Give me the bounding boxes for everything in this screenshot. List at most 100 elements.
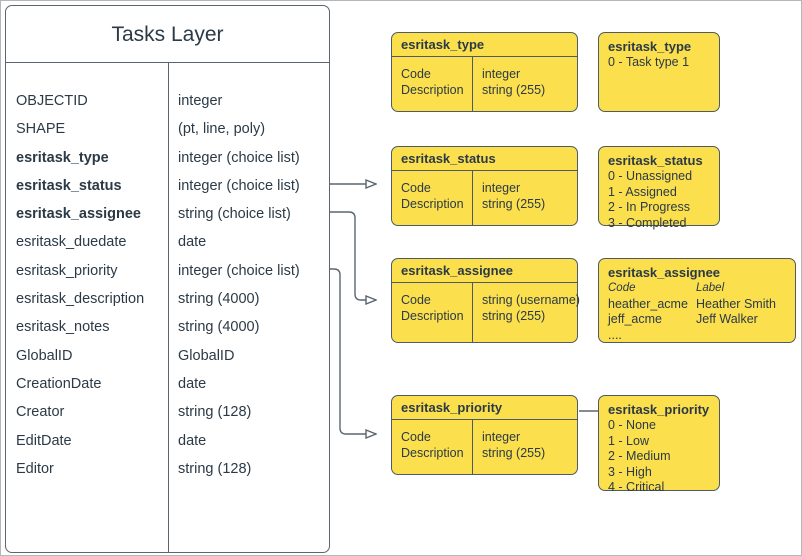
domain-box-header: esritask_type [392, 33, 577, 57]
table-row: esritask_description string (4000) [6, 291, 329, 319]
field-name: esritask_assignee [16, 206, 141, 223]
entity-field-list: OBJECTID integer SHAPE (pt, line, poly) … [6, 93, 329, 489]
codelist-row: jeff_acme Jeff Walker [608, 312, 786, 328]
domain-field-name: Description [401, 82, 464, 97]
entity-body: OBJECTID integer SHAPE (pt, line, poly) … [6, 63, 329, 552]
codelist-title: esritask_priority [608, 402, 710, 417]
field-type: GlobalID [178, 347, 235, 364]
domain-field-name: Code [401, 67, 431, 81]
field-type: integer (choice list) [178, 262, 300, 279]
field-name: Editor [16, 460, 54, 477]
codelist-label: Heather Smith [696, 296, 776, 311]
field-type: date [178, 432, 207, 449]
domain-field-name: Code [401, 430, 431, 444]
domain-field-type: string (255) [482, 308, 546, 323]
domain-field-type: string (username) [482, 293, 580, 307]
field-name: esritask_type [16, 149, 109, 166]
domain-field-types: integer string (255) [482, 67, 545, 98]
domain-field-names: Code Description [401, 181, 464, 212]
field-name: esritask_duedate [16, 234, 127, 251]
field-name: SHAPE [16, 121, 66, 138]
domain-box-body: Code Description string (username) strin… [392, 283, 580, 342]
domain-field-name: Description [401, 308, 464, 323]
domain-box-header: esritask_priority [392, 396, 577, 420]
codelist-label: Jeff Walker [696, 312, 758, 326]
domain-box-divider [472, 283, 473, 342]
codelist-header-row: Code Label [608, 281, 786, 297]
table-row: GlobalID GlobalID [6, 348, 329, 376]
domain-field-names: Code Description [401, 67, 464, 98]
codelist-row: .... [608, 328, 786, 344]
field-name: OBJECTID [16, 93, 88, 109]
codelist-title: esritask_assignee [608, 265, 721, 280]
field-name: esritask_priority [16, 262, 118, 279]
domain-field-types: integer string (255) [482, 430, 545, 461]
codelist-item: 2 - In Progress [608, 200, 690, 214]
field-type: date [178, 375, 207, 392]
domain-field-name: Code [401, 293, 431, 307]
field-type: string (4000) [178, 319, 260, 336]
domain-box-esritask-assignee: esritask_assignee Code Description strin… [391, 258, 580, 343]
field-name: EditDate [16, 432, 72, 449]
table-row: EditDate date [6, 433, 329, 461]
field-type: string (128) [178, 404, 252, 421]
codelist-code: .... [608, 327, 622, 342]
codelist-row: heather_acme Heather Smith [608, 297, 786, 313]
domain-field-type: string (255) [482, 196, 546, 211]
field-type: integer (choice list) [178, 149, 300, 166]
codelist-item: 0 - None [608, 418, 656, 432]
codelist-label-header: Label [696, 282, 725, 294]
domain-box-divider [472, 57, 473, 111]
field-type: date [178, 234, 207, 251]
domain-field-type: integer [482, 67, 521, 81]
table-row: esritask_type integer (choice list) [6, 150, 329, 178]
domain-box-divider [472, 420, 473, 474]
codelist-item: 0 - Unassigned [608, 169, 693, 183]
domain-field-name: Description [401, 445, 464, 460]
domain-field-names: Code Description [401, 293, 464, 324]
codelist-item: 4 - Critical [608, 480, 665, 494]
field-name: CreationDate [16, 375, 102, 392]
codelist-item: 2 - Medium [608, 449, 671, 463]
table-row: esritask_duedate date [6, 234, 329, 262]
table-row: Editor string (128) [6, 461, 329, 489]
field-name: Creator [16, 404, 65, 421]
codelist-code: jeff_acme [608, 312, 662, 326]
codelist-box-esritask-assignee: esritask_assignee Code Label heather_acm… [598, 258, 796, 343]
entity-title: Tasks Layer [6, 6, 329, 63]
domain-field-type: string (255) [482, 445, 546, 460]
domain-box-body: Code Description integer string (255) [392, 171, 577, 225]
codelist-code: heather_acme [608, 296, 688, 311]
field-name: esritask_description [16, 291, 145, 308]
field-name: esritask_notes [16, 319, 110, 336]
codelist-item: 1 - Assigned [608, 184, 677, 199]
table-row: esritask_notes string (4000) [6, 319, 329, 347]
domain-box-divider [472, 171, 473, 225]
codelist-table: Code Label heather_acme Heather Smith je… [608, 281, 786, 343]
domain-field-name: Code [401, 181, 431, 195]
field-type: integer [178, 93, 223, 109]
entity-tasks-layer: Tasks Layer OBJECTID integer SHAPE (pt, … [5, 5, 330, 553]
entity-column-divider [168, 63, 169, 552]
field-type: string (choice list) [178, 206, 291, 223]
table-row: Creator string (128) [6, 404, 329, 432]
domain-field-type: string (255) [482, 82, 546, 97]
codelist-title: esritask_status [608, 153, 703, 168]
field-name: esritask_status [16, 177, 122, 194]
domain-box-esritask-priority: esritask_priority Code Description integ… [391, 395, 578, 475]
field-type: (pt, line, poly) [178, 121, 266, 138]
codelist-item: 1 - Low [608, 433, 649, 448]
table-row: CreationDate date [6, 376, 329, 404]
domain-field-name: Description [401, 196, 464, 211]
codelist-box-esritask-type: esritask_type 0 - Task type 1 [598, 32, 720, 112]
domain-field-types: string (username) string (255) [482, 293, 580, 324]
table-row: esritask_assignee string (choice list) [6, 206, 329, 234]
domain-box-body: Code Description integer string (255) [392, 57, 577, 111]
codelist-code-header: Code [608, 282, 636, 294]
field-type: string (128) [178, 460, 252, 477]
domain-box-header: esritask_status [392, 147, 577, 171]
codelist-item: 3 - High [608, 464, 652, 479]
domain-field-types: integer string (255) [482, 181, 545, 212]
domain-box-esritask-type: esritask_type Code Description integer s… [391, 32, 578, 112]
